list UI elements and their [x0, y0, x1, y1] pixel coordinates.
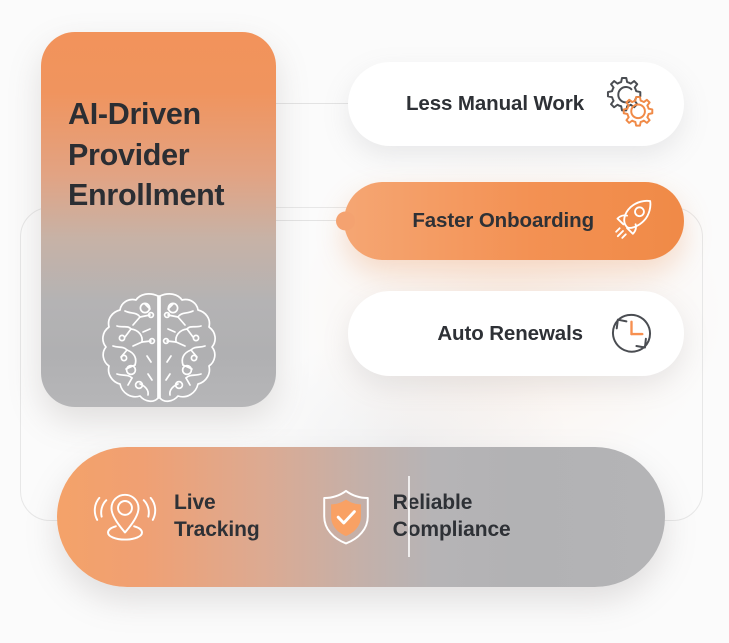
bottom-bar[interactable]: Live Tracking Reliable Compliance: [57, 447, 665, 587]
hero-title: AI-Driven Provider Enrollment: [68, 97, 225, 213]
location-pin-signal-icon: [93, 489, 157, 545]
connector-dot-faster-onboarding: [336, 211, 355, 231]
gears-icon: [600, 75, 658, 133]
connector-line-less-manual-work: [274, 103, 364, 105]
bottom-bar-divider: [408, 476, 410, 557]
feature-label-auto-renewals: Auto Renewals: [437, 321, 583, 345]
refresh-clock-icon: [605, 307, 658, 360]
bottom-item-reliable-compliance[interactable]: Reliable Compliance: [319, 487, 511, 547]
connector-line-faster-onboarding: [274, 220, 358, 222]
feature-label-faster-onboarding: Faster Onboarding: [412, 209, 594, 232]
rocket-icon: [608, 196, 658, 246]
shield-check-icon: [319, 487, 373, 547]
hero-card[interactable]: AI-Driven Provider Enrollment: [41, 32, 276, 407]
brain-circuit-icon: [95, 284, 223, 407]
feature-label-less-manual-work: Less Manual Work: [405, 92, 584, 115]
feature-card-less-manual-work[interactable]: Less Manual Work: [348, 62, 684, 146]
feature-card-auto-renewals[interactable]: Auto Renewals: [348, 291, 684, 376]
bottom-label-reliable-compliance: Reliable Compliance: [392, 491, 511, 541]
bottom-label-live-tracking: Live Tracking: [174, 491, 260, 541]
bottom-item-live-tracking[interactable]: Live Tracking: [93, 489, 260, 545]
feature-card-faster-onboarding[interactable]: Faster Onboarding: [336, 182, 684, 260]
